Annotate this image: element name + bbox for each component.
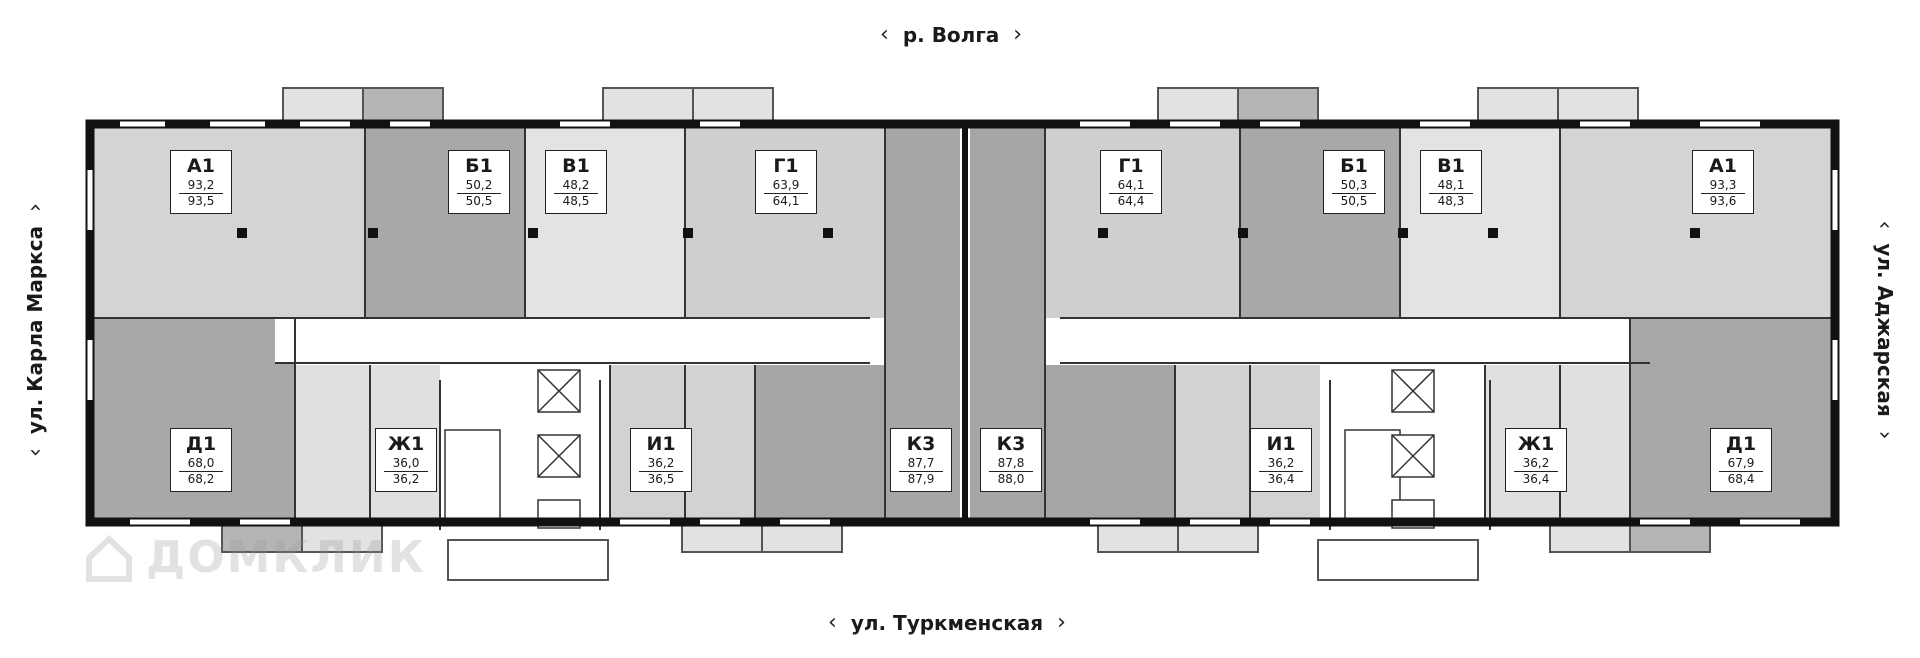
apartment-code: В1 <box>562 155 590 177</box>
apartment-area-2: 68,2 <box>187 472 215 486</box>
interior-walls <box>90 128 1835 530</box>
apartment-area-2: 64,1 <box>772 194 800 208</box>
stairs-and-elevators <box>444 369 1435 529</box>
apartment-area-1: 93,3 <box>1701 178 1745 194</box>
apartment-area-1: 87,8 <box>989 456 1033 472</box>
apartment-code: В1 <box>1437 155 1465 177</box>
apartment-label-i1-left: И1 36,2 36,5 <box>630 428 692 492</box>
chevron-right-icon: › <box>1057 610 1066 635</box>
apartment-code: Ж1 <box>387 433 425 455</box>
apartment-code: Д1 <box>185 433 217 455</box>
apartment-area-1: 48,1 <box>1429 178 1473 194</box>
apartment-area-1: 50,2 <box>457 178 501 194</box>
apartment-area-2: 88,0 <box>997 472 1025 486</box>
apartment-area-1: 63,9 <box>764 178 808 194</box>
apartment-code: Б1 <box>465 155 493 177</box>
apartment-label-zh1-left: Ж1 36,0 36,2 <box>375 428 437 492</box>
apartment-code: Ж1 <box>1517 433 1555 455</box>
apartment-label-d1-left: Д1 68,0 68,2 <box>170 428 232 492</box>
apartment-label-a1-right: А1 93,3 93,6 <box>1692 150 1754 214</box>
apartment-code: И1 <box>646 433 676 455</box>
apartment-area-2: 87,9 <box>907 472 935 486</box>
exterior-walls <box>85 119 1840 527</box>
watermark-text: ДОМКЛИК <box>146 532 426 583</box>
apartment-label-k3-right: К3 87,8 88,0 <box>980 428 1042 492</box>
apartment-code: А1 <box>1709 155 1737 177</box>
apartment-area-1: 67,9 <box>1719 456 1763 472</box>
apartment-area-2: 48,5 <box>562 194 590 208</box>
apartment-code: Д1 <box>1725 433 1757 455</box>
apartment-area-1: 48,2 <box>554 178 598 194</box>
apartment-label-b1-right: Б1 50,3 50,5 <box>1323 150 1385 214</box>
apartment-label-b1-left: Б1 50,2 50,5 <box>448 150 510 214</box>
apartment-label-v1-left: В1 48,2 48,5 <box>545 150 607 214</box>
street-label-top: ‹ р. Волга › <box>880 22 1022 47</box>
chevron-left-icon: ‹ <box>828 610 837 635</box>
apartment-area-2: 50,5 <box>1340 194 1368 208</box>
apartment-code: И1 <box>1266 433 1296 455</box>
apartment-area-1: 50,3 <box>1332 178 1376 194</box>
apartment-area-2: 50,5 <box>465 194 493 208</box>
apartment-area-2: 93,5 <box>187 194 215 208</box>
chevron-left-icon: ‹ <box>880 22 889 47</box>
apartment-code: Г1 <box>773 155 799 177</box>
windows <box>87 121 1838 525</box>
apartment-area-1: 36,2 <box>1259 456 1303 472</box>
street-label-bottom: ‹ ул. Туркменская › <box>828 610 1066 635</box>
apartment-area-1: 36,0 <box>384 456 428 472</box>
apartment-area-1: 36,2 <box>1514 456 1558 472</box>
apartment-label-g1-right: Г1 64,1 64,4 <box>1100 150 1162 214</box>
apartment-area-1: 87,7 <box>899 456 943 472</box>
apartment-area-1: 36,2 <box>639 456 683 472</box>
apartment-area-2: 36,4 <box>1522 472 1550 486</box>
apartment-area-2: 64,4 <box>1117 194 1145 208</box>
apartment-label-v1-right: В1 48,1 48,3 <box>1420 150 1482 214</box>
street-name: р. Волга <box>902 22 1000 47</box>
apartment-area-2: 36,4 <box>1267 472 1295 486</box>
apartment-code: К3 <box>996 433 1026 455</box>
apartment-code: Б1 <box>1340 155 1368 177</box>
apartment-label-zh1-right: Ж1 36,2 36,4 <box>1505 428 1567 492</box>
apartment-area-2: 68,4 <box>1727 472 1755 486</box>
apartment-area-1: 68,0 <box>179 456 223 472</box>
apartment-label-k3-left: К3 87,7 87,9 <box>890 428 952 492</box>
chevron-right-icon: › <box>1013 22 1023 47</box>
apartment-code: К3 <box>906 433 936 455</box>
apartment-area-2: 93,6 <box>1709 194 1737 208</box>
street-name: ул. Туркменская <box>850 610 1044 635</box>
house-logo-icon <box>86 534 132 582</box>
apartment-label-a1-left: А1 93,2 93,5 <box>170 150 232 214</box>
columns <box>237 228 1700 238</box>
apartment-label-i1-right: И1 36,2 36,4 <box>1250 428 1312 492</box>
apartment-label-g1-left: Г1 63,9 64,1 <box>755 150 817 214</box>
apartment-area-1: 64,1 <box>1109 178 1153 194</box>
apartment-area-2: 36,5 <box>647 472 675 486</box>
watermark: ДОМКЛИК <box>84 532 426 583</box>
apartment-area-2: 48,3 <box>1437 194 1465 208</box>
apartment-area-2: 36,2 <box>392 472 420 486</box>
apartment-code: А1 <box>187 155 215 177</box>
apartment-label-d1-right: Д1 67,9 68,4 <box>1710 428 1772 492</box>
apartment-code: Г1 <box>1118 155 1144 177</box>
apartment-area-1: 93,2 <box>179 178 223 194</box>
